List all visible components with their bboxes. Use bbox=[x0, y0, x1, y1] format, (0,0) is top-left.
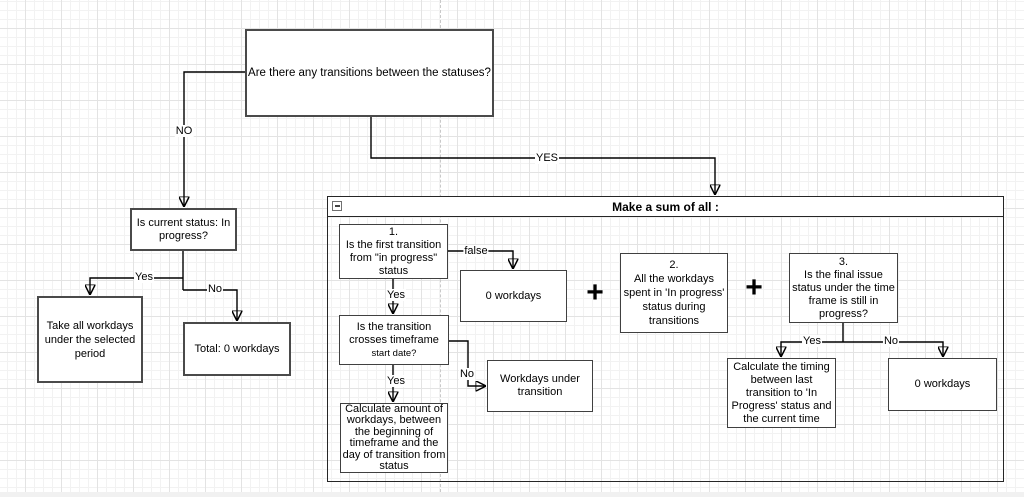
edge-label-yes-step1[interactable]: Yes bbox=[386, 289, 406, 301]
sum-group-container[interactable]: Make a sum of all : bbox=[327, 196, 1004, 482]
calc-timing-node[interactable]: Calculate the timing between last transi… bbox=[727, 358, 836, 428]
sum-group-header[interactable]: Make a sum of all : bbox=[328, 197, 1003, 217]
step2-workdays-node[interactable]: 2. All the workdays spent in 'In progres… bbox=[620, 253, 728, 333]
edge-label-false[interactable]: false bbox=[463, 245, 489, 257]
plus-sign-2[interactable]: + bbox=[745, 271, 763, 304]
calc-amount-workdays-node[interactable]: Calculate amount of workdays, between th… bbox=[340, 403, 448, 473]
current-status-node[interactable]: Is current status: In progress? bbox=[130, 208, 237, 251]
crosses-question-small-text: start date? bbox=[371, 347, 417, 359]
total-zero-workdays-node[interactable]: Total: 0 workdays bbox=[183, 322, 291, 376]
edge-label-no-step3[interactable]: No bbox=[882, 335, 900, 347]
step1-zero-workdays-node[interactable]: 0 workdays bbox=[460, 270, 567, 322]
collapse-icon[interactable] bbox=[332, 201, 342, 211]
sum-group-title: Make a sum of all : bbox=[612, 199, 719, 214]
plus-sign-1[interactable]: + bbox=[586, 276, 604, 309]
step1-question-node[interactable]: 1. Is the first transition from "in prog… bbox=[339, 224, 448, 279]
workdays-under-transition-node[interactable]: Workdays under transition bbox=[487, 360, 593, 412]
crosses-question-text: Is the transition crosses timeframe bbox=[349, 320, 439, 346]
root-question-node[interactable]: Are there any transitions between the st… bbox=[245, 29, 494, 117]
step3-zero-workdays-node[interactable]: 0 workdays bbox=[888, 358, 997, 411]
page-bottom-edge bbox=[0, 492, 1024, 497]
edge-label-yes-upper[interactable]: YES bbox=[534, 152, 560, 164]
edge-label-no-crosses[interactable]: No bbox=[458, 368, 476, 380]
step3-question-node[interactable]: 3. Is the final issue status under the t… bbox=[789, 253, 898, 323]
edge-label-yes-crosses[interactable]: Yes bbox=[386, 375, 406, 387]
take-all-workdays-node[interactable]: Take all workdays under the selected per… bbox=[37, 296, 143, 383]
edge-label-yes-current[interactable]: Yes bbox=[134, 271, 154, 283]
edge-label-yes-step3[interactable]: Yes bbox=[802, 335, 822, 347]
edge-label-no-current[interactable]: No bbox=[206, 283, 224, 295]
edge-label-no-upper[interactable]: NO bbox=[174, 125, 194, 137]
